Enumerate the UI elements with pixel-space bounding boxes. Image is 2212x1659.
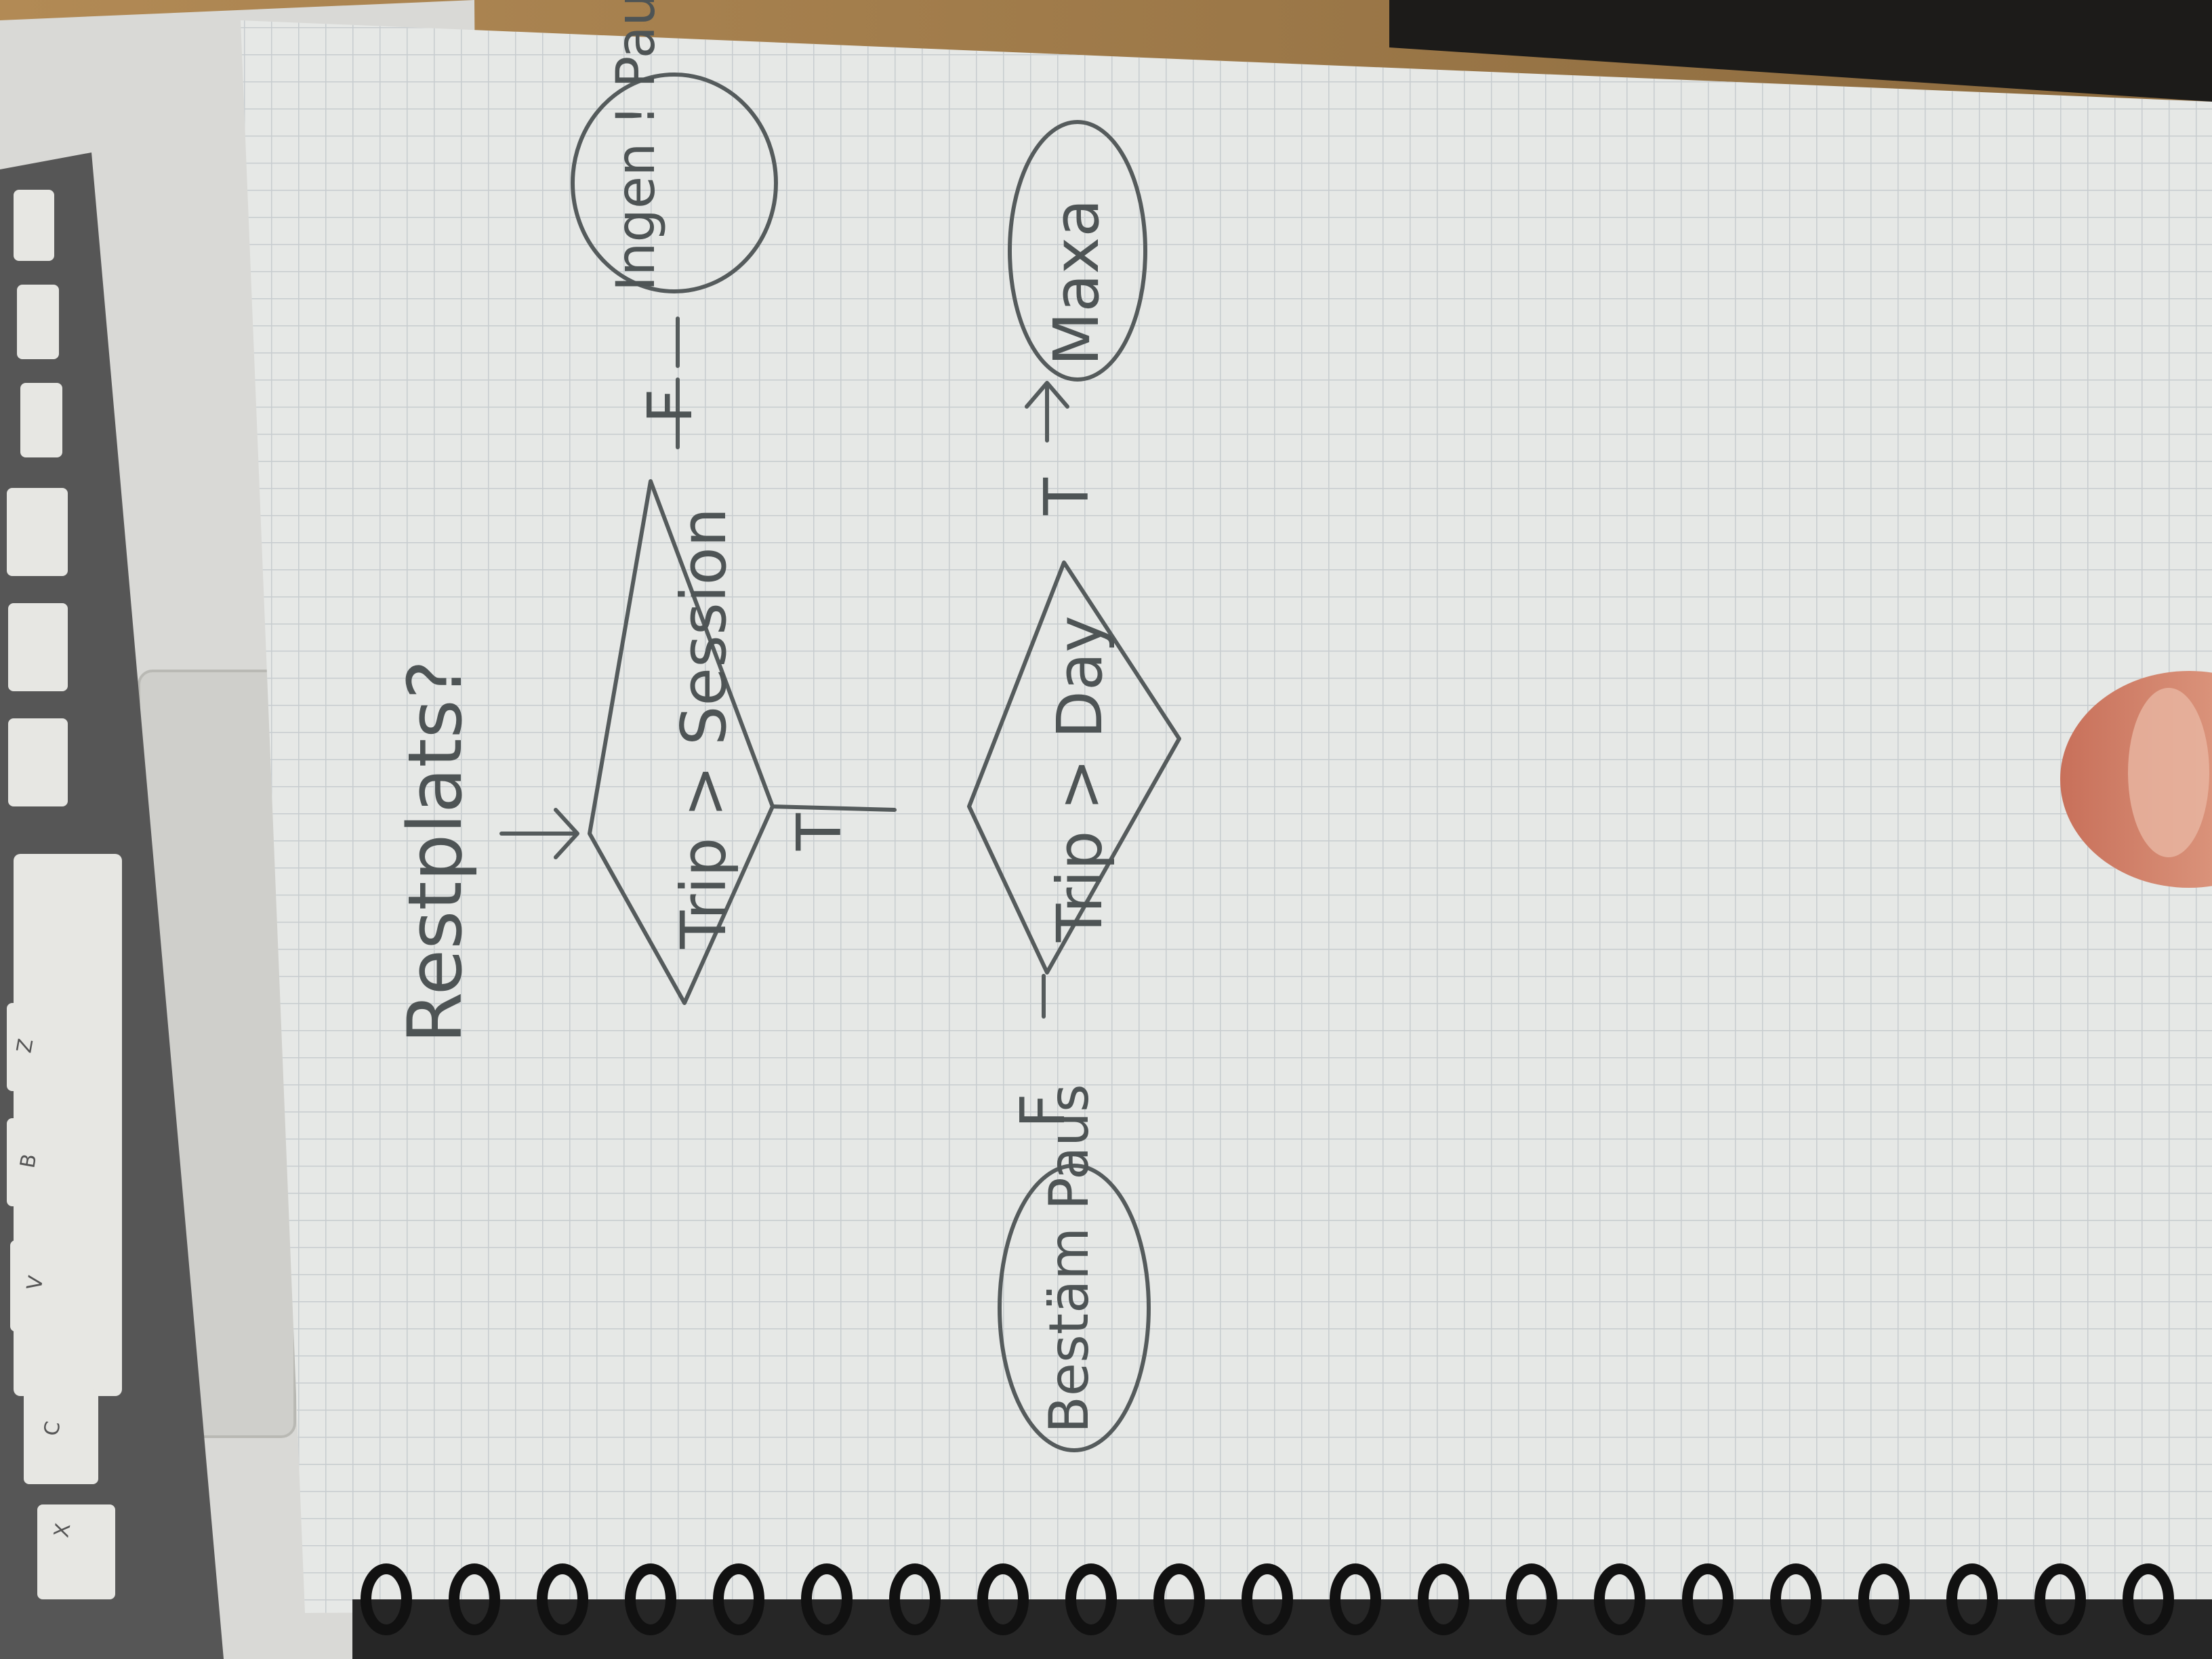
keyboard-keys [7, 190, 122, 1599]
edge-f-1-label: F [635, 388, 706, 424]
entry-arrow [499, 808, 579, 859]
edge-decision-1-true: T [771, 804, 897, 851]
decision-1-label: Trip > Session [668, 508, 740, 949]
spiral-rings [361, 1563, 2174, 1635]
dark-corner [1389, 0, 2212, 102]
edge-decision-2-true: T [1025, 381, 1103, 516]
terminal-maxa-label: Maxa [1040, 199, 1113, 366]
edge-f-2-label: F [1008, 1093, 1079, 1128]
terminal-maxa: Maxa [1008, 120, 1147, 382]
edge-decision-2-false: F [1008, 974, 1079, 1128]
edge-decision-1-false: F [635, 316, 706, 449]
terminal-ingen-paus: Ingen ! Paus ; [571, 0, 778, 293]
paper-grid [241, 20, 2212, 1613]
decision-2-label: Trip > Day [1044, 615, 1116, 943]
diagram-title: Restplats? [392, 660, 478, 1044]
terminal-bestam-label: Bestäm Paus [1038, 1084, 1101, 1433]
terminal-bestam-paus: Bestäm Paus [998, 1084, 1151, 1452]
decision-2: Trip > Day [967, 560, 1181, 975]
terminal-ingen-label: Ingen ! Paus ; [606, 0, 667, 291]
thumb [2060, 671, 2212, 888]
edge-t-1-label: T [784, 813, 855, 851]
edge-t-2-label: T [1031, 477, 1103, 516]
